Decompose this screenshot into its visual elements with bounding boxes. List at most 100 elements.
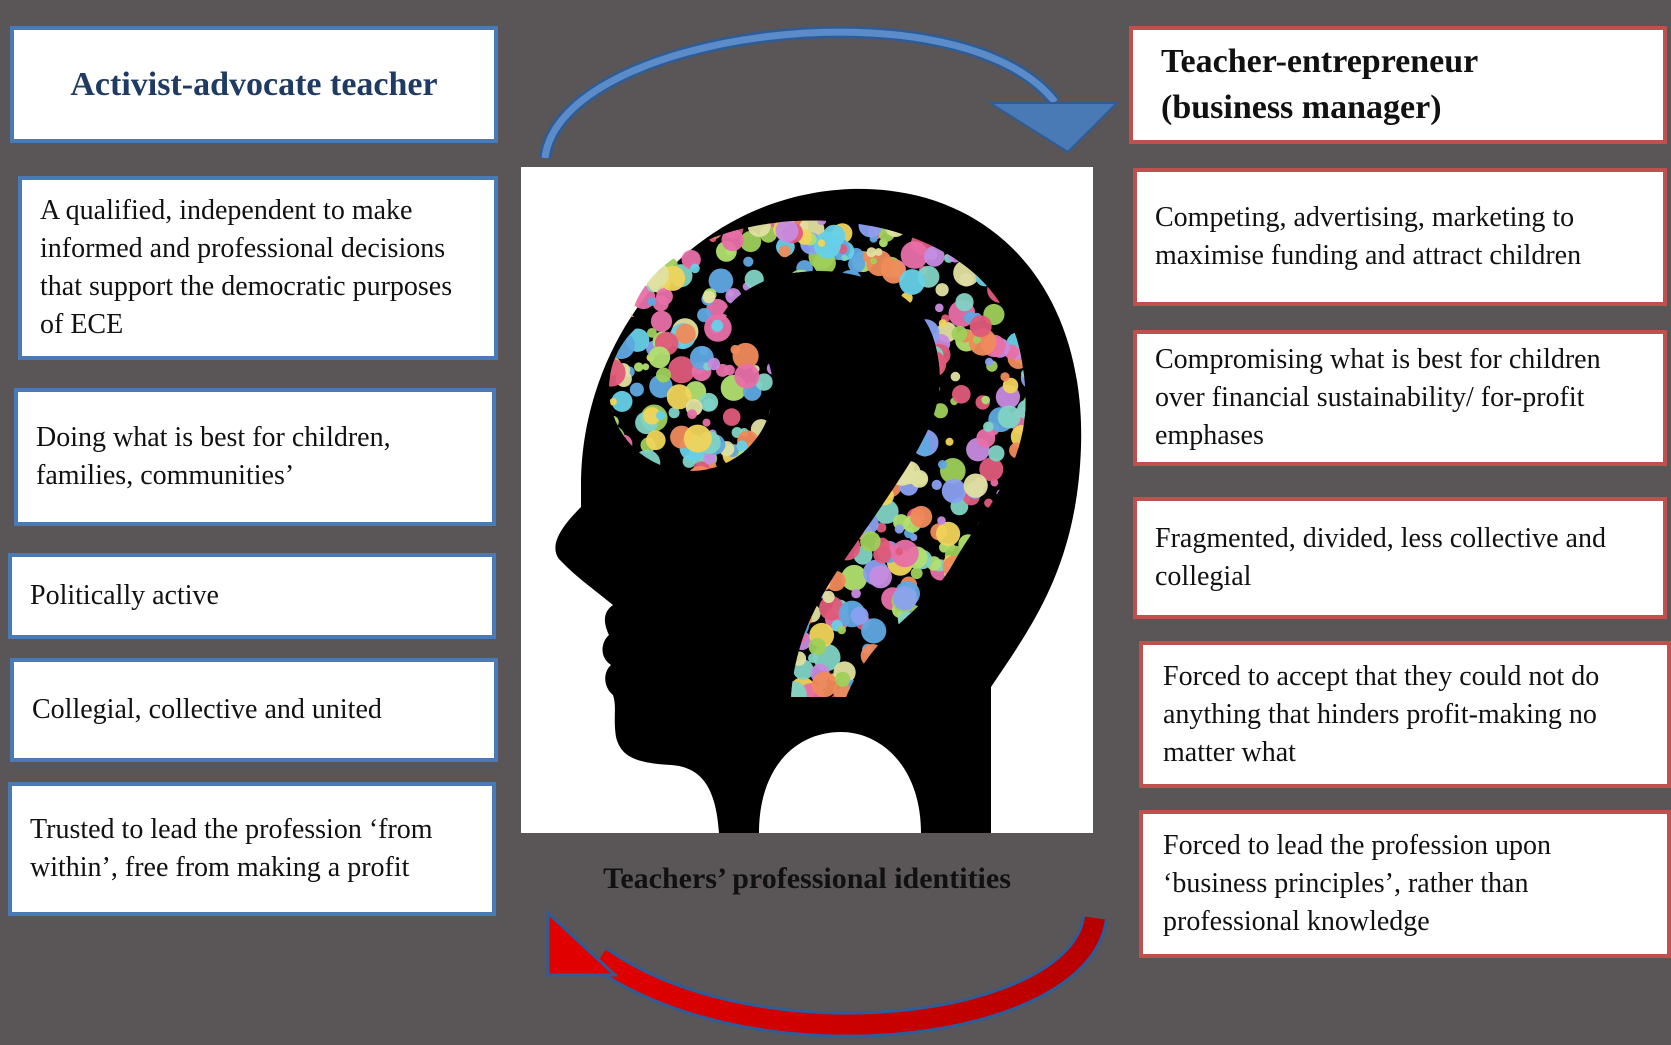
bubble	[731, 204, 740, 213]
bubble	[1017, 399, 1026, 420]
bubble	[609, 266, 618, 282]
bubble	[647, 297, 656, 306]
right-item-5: Forced to lead the profession upon ‘busi…	[1139, 810, 1671, 958]
bubble	[628, 239, 651, 262]
bubble	[609, 269, 622, 288]
bubble	[972, 200, 979, 207]
bubble	[702, 418, 711, 427]
left-item-5-text: Trusted to lead the profession ‘from wit…	[30, 814, 433, 883]
bubble	[894, 524, 904, 534]
bubble	[690, 263, 700, 274]
left-item-2: Doing what is best for children, familie…	[14, 388, 496, 526]
bubble	[648, 346, 671, 369]
bubble	[609, 220, 633, 222]
bubble	[665, 220, 683, 224]
bubble	[615, 194, 623, 202]
bubble	[936, 521, 961, 546]
bubble	[1028, 186, 1036, 194]
bubble	[1021, 646, 1026, 658]
right-item-1-text: Competing, advertising, marketing to max…	[1155, 202, 1582, 271]
bubble	[998, 195, 1011, 208]
bubble	[611, 390, 633, 412]
bubble	[972, 335, 981, 344]
bubble	[900, 241, 929, 269]
bubble	[643, 407, 661, 425]
bubble	[677, 185, 683, 191]
left-item-3: Politically active	[8, 553, 496, 639]
bubble	[621, 286, 631, 296]
bubble	[609, 290, 628, 316]
bubble	[963, 473, 988, 498]
bubble	[850, 606, 869, 625]
bubble	[668, 356, 696, 384]
right-item-5-text: Forced to lead the profession upon ‘busi…	[1163, 830, 1552, 937]
bubble	[625, 220, 652, 221]
bubble	[609, 256, 623, 279]
bubble	[988, 445, 1005, 462]
bubble	[819, 595, 844, 621]
bubble	[708, 268, 734, 294]
bubble	[675, 323, 696, 344]
left-item-5: Trusted to lead the profession ‘from wit…	[8, 782, 496, 916]
bubble	[1002, 377, 1019, 394]
bubble	[910, 567, 923, 580]
bubble	[668, 407, 680, 419]
bubble	[596, 195, 621, 220]
bubble	[979, 457, 1004, 482]
bubble	[707, 357, 721, 371]
bubble	[808, 638, 826, 656]
bubble	[976, 428, 996, 448]
bubble	[629, 239, 640, 249]
bubble	[938, 460, 947, 469]
left-title: Activist-advocate teacher	[10, 26, 498, 143]
bubble	[610, 220, 626, 235]
bubble	[870, 257, 877, 265]
bubble	[1020, 674, 1026, 698]
bubble	[811, 671, 838, 698]
bubble	[945, 437, 954, 446]
bubble	[1016, 220, 1026, 243]
bubble	[665, 220, 692, 227]
bubble	[601, 284, 608, 291]
bubble	[983, 421, 994, 433]
bubble	[609, 345, 610, 356]
bubble	[860, 531, 881, 552]
bubble	[687, 409, 697, 420]
bubble	[748, 191, 760, 203]
left-item-3-text: Politically active	[30, 580, 219, 611]
right-title-line2: (business manager)	[1161, 89, 1442, 126]
right-item-4: Forced to accept that they could not do …	[1139, 641, 1671, 788]
bubble	[917, 442, 932, 457]
top-arrow	[539, 26, 1120, 159]
bubble	[952, 385, 971, 404]
bubble	[881, 259, 906, 284]
bubble	[703, 452, 716, 465]
bubble	[876, 522, 887, 533]
bubble	[609, 275, 631, 300]
bubble	[939, 184, 962, 207]
bubble	[1025, 692, 1026, 698]
bubble	[832, 681, 851, 698]
bubble	[659, 184, 683, 208]
bubble	[631, 226, 653, 248]
bubble	[730, 344, 741, 355]
bubble	[808, 653, 818, 663]
bubble	[817, 239, 826, 247]
bubble	[778, 245, 791, 258]
bubble	[1013, 182, 1026, 195]
left-item-4-text: Collegial, collective and united	[32, 694, 382, 725]
bubble	[699, 392, 719, 412]
bubble	[712, 220, 736, 223]
bottom-arrow	[546, 909, 1108, 1038]
right-item-3: Fragmented, divided, less collective and…	[1133, 497, 1667, 619]
bubble	[647, 328, 657, 338]
bubble	[1010, 192, 1025, 207]
bubble	[656, 410, 666, 421]
bubble	[702, 290, 716, 304]
bubble	[660, 181, 684, 205]
bubble	[678, 220, 703, 239]
bubble	[874, 248, 883, 256]
bubble	[935, 283, 949, 297]
bubble	[609, 358, 626, 387]
bubble	[755, 373, 773, 391]
